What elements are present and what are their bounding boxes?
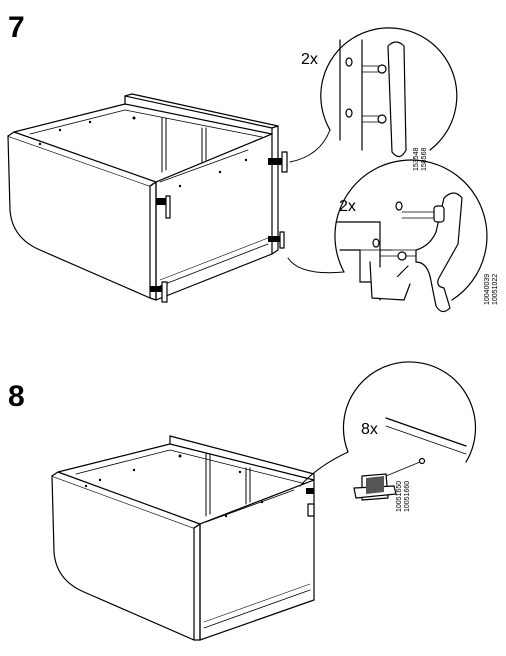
- step-7-callout-2: [287, 159, 488, 313]
- part-number-label: 10051660: [404, 480, 411, 512]
- callout-3-quantity: 8x: [361, 421, 378, 438]
- callout-1-quantity: 2x: [301, 51, 318, 68]
- part-number-label: 158568: [421, 147, 428, 171]
- part-number-label: 153548: [413, 147, 420, 171]
- knob-handle: [415, 192, 463, 313]
- step-8-callout: [299, 361, 477, 501]
- callout-3-circle: [342, 361, 477, 463]
- step-8-drawer: [51, 435, 315, 641]
- drawer-front-panel-8: [51, 475, 195, 641]
- callout-2-circle: [334, 159, 488, 301]
- callout-1-circle: [320, 27, 458, 151]
- step-7-callout-1: [289, 27, 458, 163]
- step-7-number: 7: [8, 11, 25, 44]
- part-number-label: 10051650: [396, 480, 403, 512]
- part-number-label: 10051022: [492, 273, 499, 305]
- part-number-label: 10040039: [484, 273, 491, 305]
- callout-2-quantity: 2x: [339, 198, 356, 215]
- drawer-right-side-8: [199, 479, 315, 641]
- step-7-drawer: [7, 93, 288, 303]
- bar-handle: [387, 41, 407, 158]
- drawer-front-panel: [7, 135, 151, 299]
- step-8-number: 8: [8, 380, 25, 413]
